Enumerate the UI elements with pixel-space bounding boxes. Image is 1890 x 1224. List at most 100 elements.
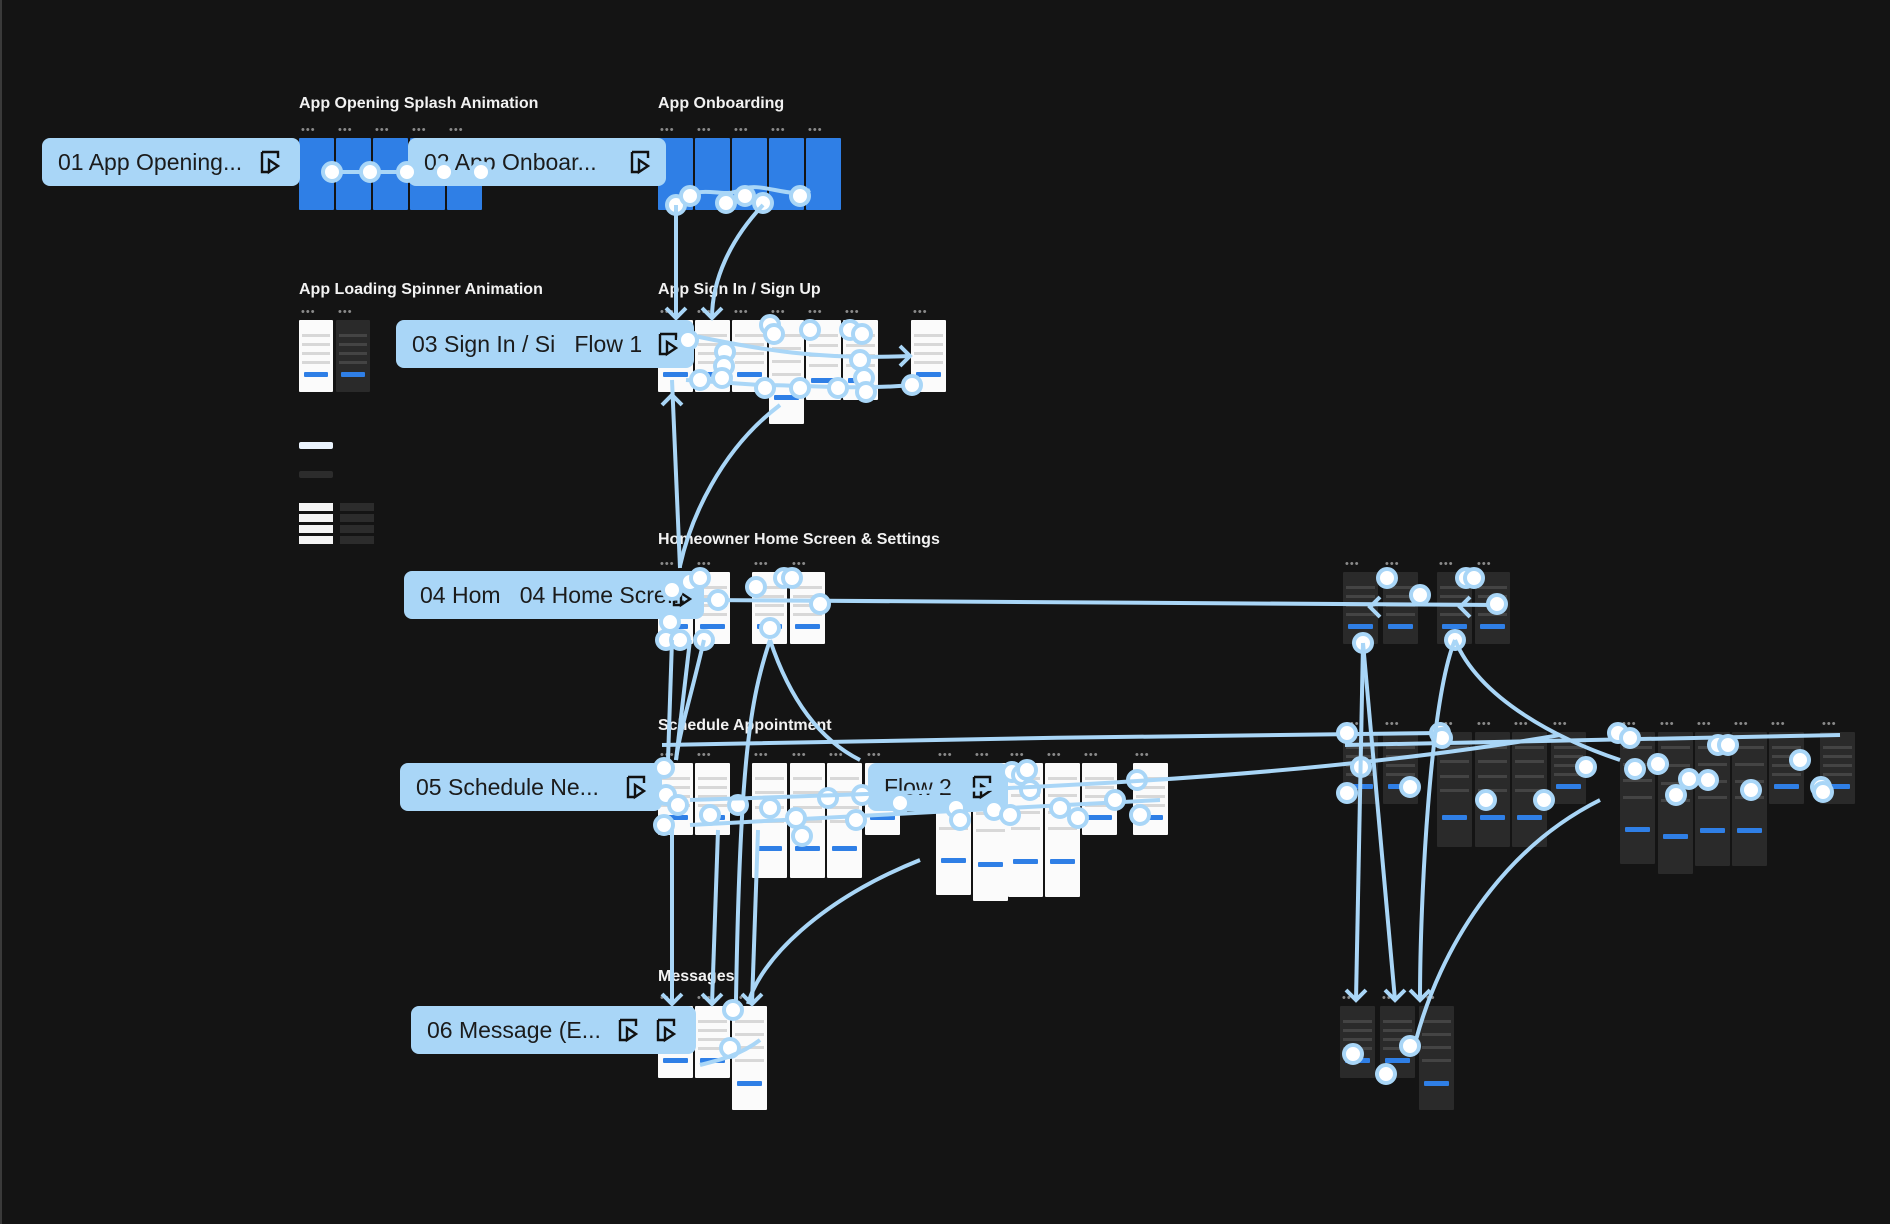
frame-menu-icon[interactable]: ••• xyxy=(338,124,353,136)
frame-menu-icon[interactable]: ••• xyxy=(771,124,786,136)
tabbar-variant[interactable] xyxy=(299,536,333,544)
play-icon[interactable] xyxy=(652,1016,680,1044)
frame-menu-icon[interactable]: ••• xyxy=(1697,718,1712,730)
frame-menu-icon[interactable]: ••• xyxy=(697,558,712,570)
home-frame-dark[interactable] xyxy=(1437,572,1472,644)
schedule-frame-dark[interactable] xyxy=(1620,732,1655,864)
frame-menu-icon[interactable]: ••• xyxy=(1771,718,1786,730)
frame-menu-icon[interactable]: ••• xyxy=(338,306,353,318)
schedule-frame[interactable] xyxy=(1045,763,1080,897)
signin-frame[interactable] xyxy=(843,320,878,400)
schedule-frame-dark[interactable] xyxy=(1769,732,1804,804)
tabbar-variant[interactable] xyxy=(340,514,374,522)
frame-menu-icon[interactable]: ••• xyxy=(1421,992,1436,1004)
frame-menu-icon[interactable]: ••• xyxy=(1622,718,1637,730)
frame-menu-icon[interactable]: ••• xyxy=(829,749,844,761)
frame-menu-icon[interactable]: ••• xyxy=(1135,749,1150,761)
schedule-frame[interactable] xyxy=(695,763,730,835)
frame-menu-icon[interactable]: ••• xyxy=(1010,749,1025,761)
splash-frame[interactable] xyxy=(336,138,371,210)
frame-menu-icon[interactable]: ••• xyxy=(1553,718,1568,730)
frame-menu-icon[interactable]: ••• xyxy=(1385,718,1400,730)
schedule-frame-dark[interactable] xyxy=(1658,732,1693,874)
frame-menu-icon[interactable]: ••• xyxy=(697,992,712,1004)
signin-frame[interactable] xyxy=(769,320,804,424)
tabbar-variant[interactable] xyxy=(340,536,374,544)
tabbar-variant[interactable] xyxy=(299,503,333,511)
schedule-frame[interactable] xyxy=(1008,763,1043,897)
frame-menu-icon[interactable]: ••• xyxy=(697,749,712,761)
frame-menu-icon[interactable]: ••• xyxy=(938,749,953,761)
frame-menu-icon[interactable]: ••• xyxy=(754,558,769,570)
flow-label-03[interactable]: 03 Sign In / Si Flow 1 xyxy=(396,320,694,368)
schedule-frame-dark[interactable] xyxy=(1551,732,1586,804)
play-icon[interactable] xyxy=(626,148,654,176)
tabbar-variant[interactable] xyxy=(340,525,374,533)
spinner-frame-dark[interactable] xyxy=(336,320,370,392)
frame-menu-icon[interactable]: ••• xyxy=(808,124,823,136)
frame-menu-icon[interactable]: ••• xyxy=(660,992,675,1004)
signin-frame[interactable] xyxy=(732,320,767,392)
frame-menu-icon[interactable]: ••• xyxy=(301,124,316,136)
frame-menu-icon[interactable]: ••• xyxy=(792,558,807,570)
onboarding-frame[interactable] xyxy=(695,138,730,210)
frame-menu-icon[interactable]: ••• xyxy=(1439,558,1454,570)
spinner-frame-light[interactable] xyxy=(299,320,333,392)
connector-node[interactable] xyxy=(727,794,749,816)
frame-menu-icon[interactable]: ••• xyxy=(697,306,712,318)
frame-menu-icon[interactable]: ••• xyxy=(1514,718,1529,730)
frame-menu-icon[interactable]: ••• xyxy=(771,306,786,318)
frame-menu-icon[interactable]: ••• xyxy=(375,124,390,136)
play-icon[interactable] xyxy=(614,1016,642,1044)
frame-menu-icon[interactable]: ••• xyxy=(660,306,675,318)
frame-menu-icon[interactable]: ••• xyxy=(1382,992,1397,1004)
flow-label-05[interactable]: 05 Schedule Ne... xyxy=(400,763,662,811)
play-icon[interactable] xyxy=(256,148,284,176)
frame-menu-icon[interactable]: ••• xyxy=(449,124,464,136)
frame-menu-icon[interactable]: ••• xyxy=(1385,558,1400,570)
frame-menu-icon[interactable]: ••• xyxy=(660,124,675,136)
frame-menu-icon[interactable]: ••• xyxy=(1342,992,1357,1004)
home-frame-dark[interactable] xyxy=(1343,572,1378,644)
frame-menu-icon[interactable]: ••• xyxy=(1477,558,1492,570)
frame-menu-icon[interactable]: ••• xyxy=(1477,718,1492,730)
frame-menu-icon[interactable]: ••• xyxy=(1047,749,1062,761)
frame-menu-icon[interactable]: ••• xyxy=(660,558,675,570)
schedule-frame-dark[interactable] xyxy=(1820,732,1855,804)
signin-frame[interactable] xyxy=(911,320,946,392)
schedule-frame-dark[interactable] xyxy=(1512,732,1547,847)
signin-frame[interactable] xyxy=(806,320,841,400)
frame-menu-icon[interactable]: ••• xyxy=(913,306,928,318)
frame-menu-icon[interactable]: ••• xyxy=(660,749,675,761)
schedule-frame[interactable] xyxy=(790,763,825,878)
frame-menu-icon[interactable]: ••• xyxy=(734,124,749,136)
play-icon[interactable] xyxy=(654,330,682,358)
frame-menu-icon[interactable]: ••• xyxy=(1822,718,1837,730)
tabbar-component-dark[interactable] xyxy=(299,471,333,478)
frame-menu-icon[interactable]: ••• xyxy=(792,749,807,761)
frame-menu-icon[interactable]: ••• xyxy=(808,306,823,318)
messages-frame-dark[interactable] xyxy=(1419,1006,1454,1110)
schedule-frame[interactable] xyxy=(752,763,787,878)
schedule-frame-dark[interactable] xyxy=(1695,732,1730,866)
frame-menu-icon[interactable]: ••• xyxy=(975,749,990,761)
play-icon[interactable] xyxy=(622,773,650,801)
onboarding-frame[interactable] xyxy=(769,138,804,210)
schedule-frame-dark[interactable] xyxy=(1437,732,1472,847)
onboarding-frame[interactable] xyxy=(806,138,841,210)
tabbar-variant[interactable] xyxy=(340,503,374,511)
play-icon[interactable] xyxy=(968,773,996,801)
schedule-frame-dark[interactable] xyxy=(1732,732,1767,866)
signin-frame[interactable] xyxy=(695,320,730,392)
frame-menu-icon[interactable]: ••• xyxy=(412,124,427,136)
frame-menu-icon[interactable]: ••• xyxy=(697,124,712,136)
frame-menu-icon[interactable]: ••• xyxy=(301,306,316,318)
tabbar-variant[interactable] xyxy=(299,525,333,533)
frame-menu-icon[interactable]: ••• xyxy=(1439,718,1454,730)
messages-frame-dark[interactable] xyxy=(1380,1006,1415,1078)
messages-frame-dark[interactable] xyxy=(1340,1006,1375,1078)
home-frame-dark[interactable] xyxy=(1383,572,1418,644)
schedule-frame-dark[interactable] xyxy=(1343,732,1378,804)
flow-label-05b[interactable]: Flow 2 xyxy=(868,763,1008,811)
frame-menu-icon[interactable]: ••• xyxy=(1660,718,1675,730)
